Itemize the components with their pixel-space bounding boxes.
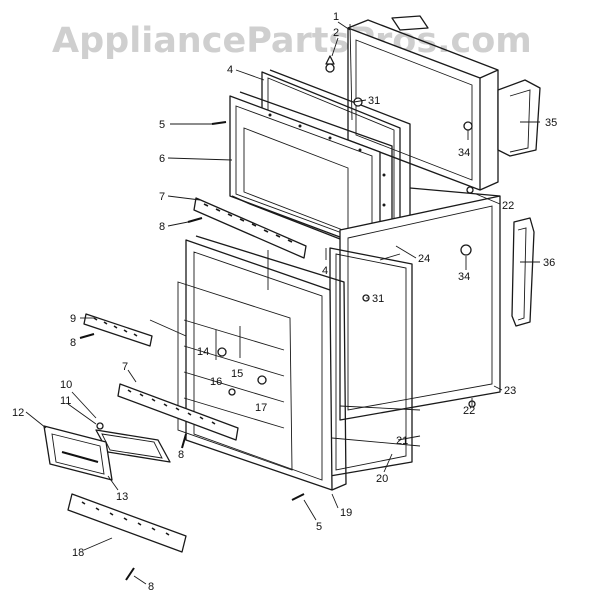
callout-1: 1 (333, 11, 339, 23)
callout-8-bottom: 8 (148, 581, 154, 593)
callout-34-top: 34 (458, 147, 470, 159)
callout-11: 11 (60, 395, 71, 407)
callout-31-top: 31 (368, 95, 380, 107)
callout-10: 10 (60, 379, 72, 391)
callout-5-top: 5 (159, 119, 165, 131)
callout-14: 14 (197, 346, 209, 358)
callout-22-low: 22 (463, 405, 475, 417)
bottom-door-shelf-18 (67, 493, 187, 553)
callout-18: 18 (72, 547, 84, 559)
callout-8-low: 8 (178, 449, 184, 461)
callout-34-mid: 34 (458, 271, 470, 283)
callout-35: 35 (545, 117, 557, 129)
watermark: AppliancePartsPros.com (52, 21, 532, 61)
butter-compartment-door (43, 425, 113, 481)
callout-15: 15 (231, 368, 243, 380)
freezer-door-shelf (193, 197, 307, 259)
callout-7-low: 7 (122, 361, 128, 373)
callout-8-top: 8 (159, 221, 165, 233)
callout-9: 9 (70, 313, 76, 325)
callout-labels: 1 2 4 5 6 7 8 31 35 34 22 24 4 36 34 31 … (12, 11, 557, 593)
callout-8-mid: 8 (70, 337, 76, 349)
assembly-guide-lines (149, 250, 421, 447)
door-shelf-7-lower (117, 383, 239, 441)
callout-24: 24 (418, 253, 430, 265)
callout-36: 36 (543, 257, 555, 269)
fresh-food-outer-door (339, 187, 535, 421)
freezer-outer-door (347, 15, 541, 191)
callout-12: 12 (12, 407, 24, 419)
callout-31-mid: 31 (372, 293, 384, 305)
door-shelf-9 (83, 313, 153, 347)
leader-lines (25, 21, 540, 585)
callout-23: 23 (504, 385, 516, 397)
callout-4-top: 4 (227, 64, 233, 76)
callout-16: 16 (210, 376, 222, 388)
callout-19: 19 (340, 507, 352, 519)
callout-21: 21 (396, 435, 408, 447)
callout-5-low: 5 (316, 521, 322, 533)
callout-17: 17 (255, 402, 267, 414)
callout-4-mid: 4 (322, 265, 328, 277)
callout-7-top: 7 (159, 191, 165, 203)
callout-20: 20 (376, 473, 388, 485)
callout-22-top: 22 (502, 200, 514, 212)
callout-6: 6 (159, 153, 165, 165)
callout-2: 2 (333, 27, 339, 39)
fresh-food-door-liner (177, 235, 347, 491)
callout-13: 13 (116, 491, 128, 503)
